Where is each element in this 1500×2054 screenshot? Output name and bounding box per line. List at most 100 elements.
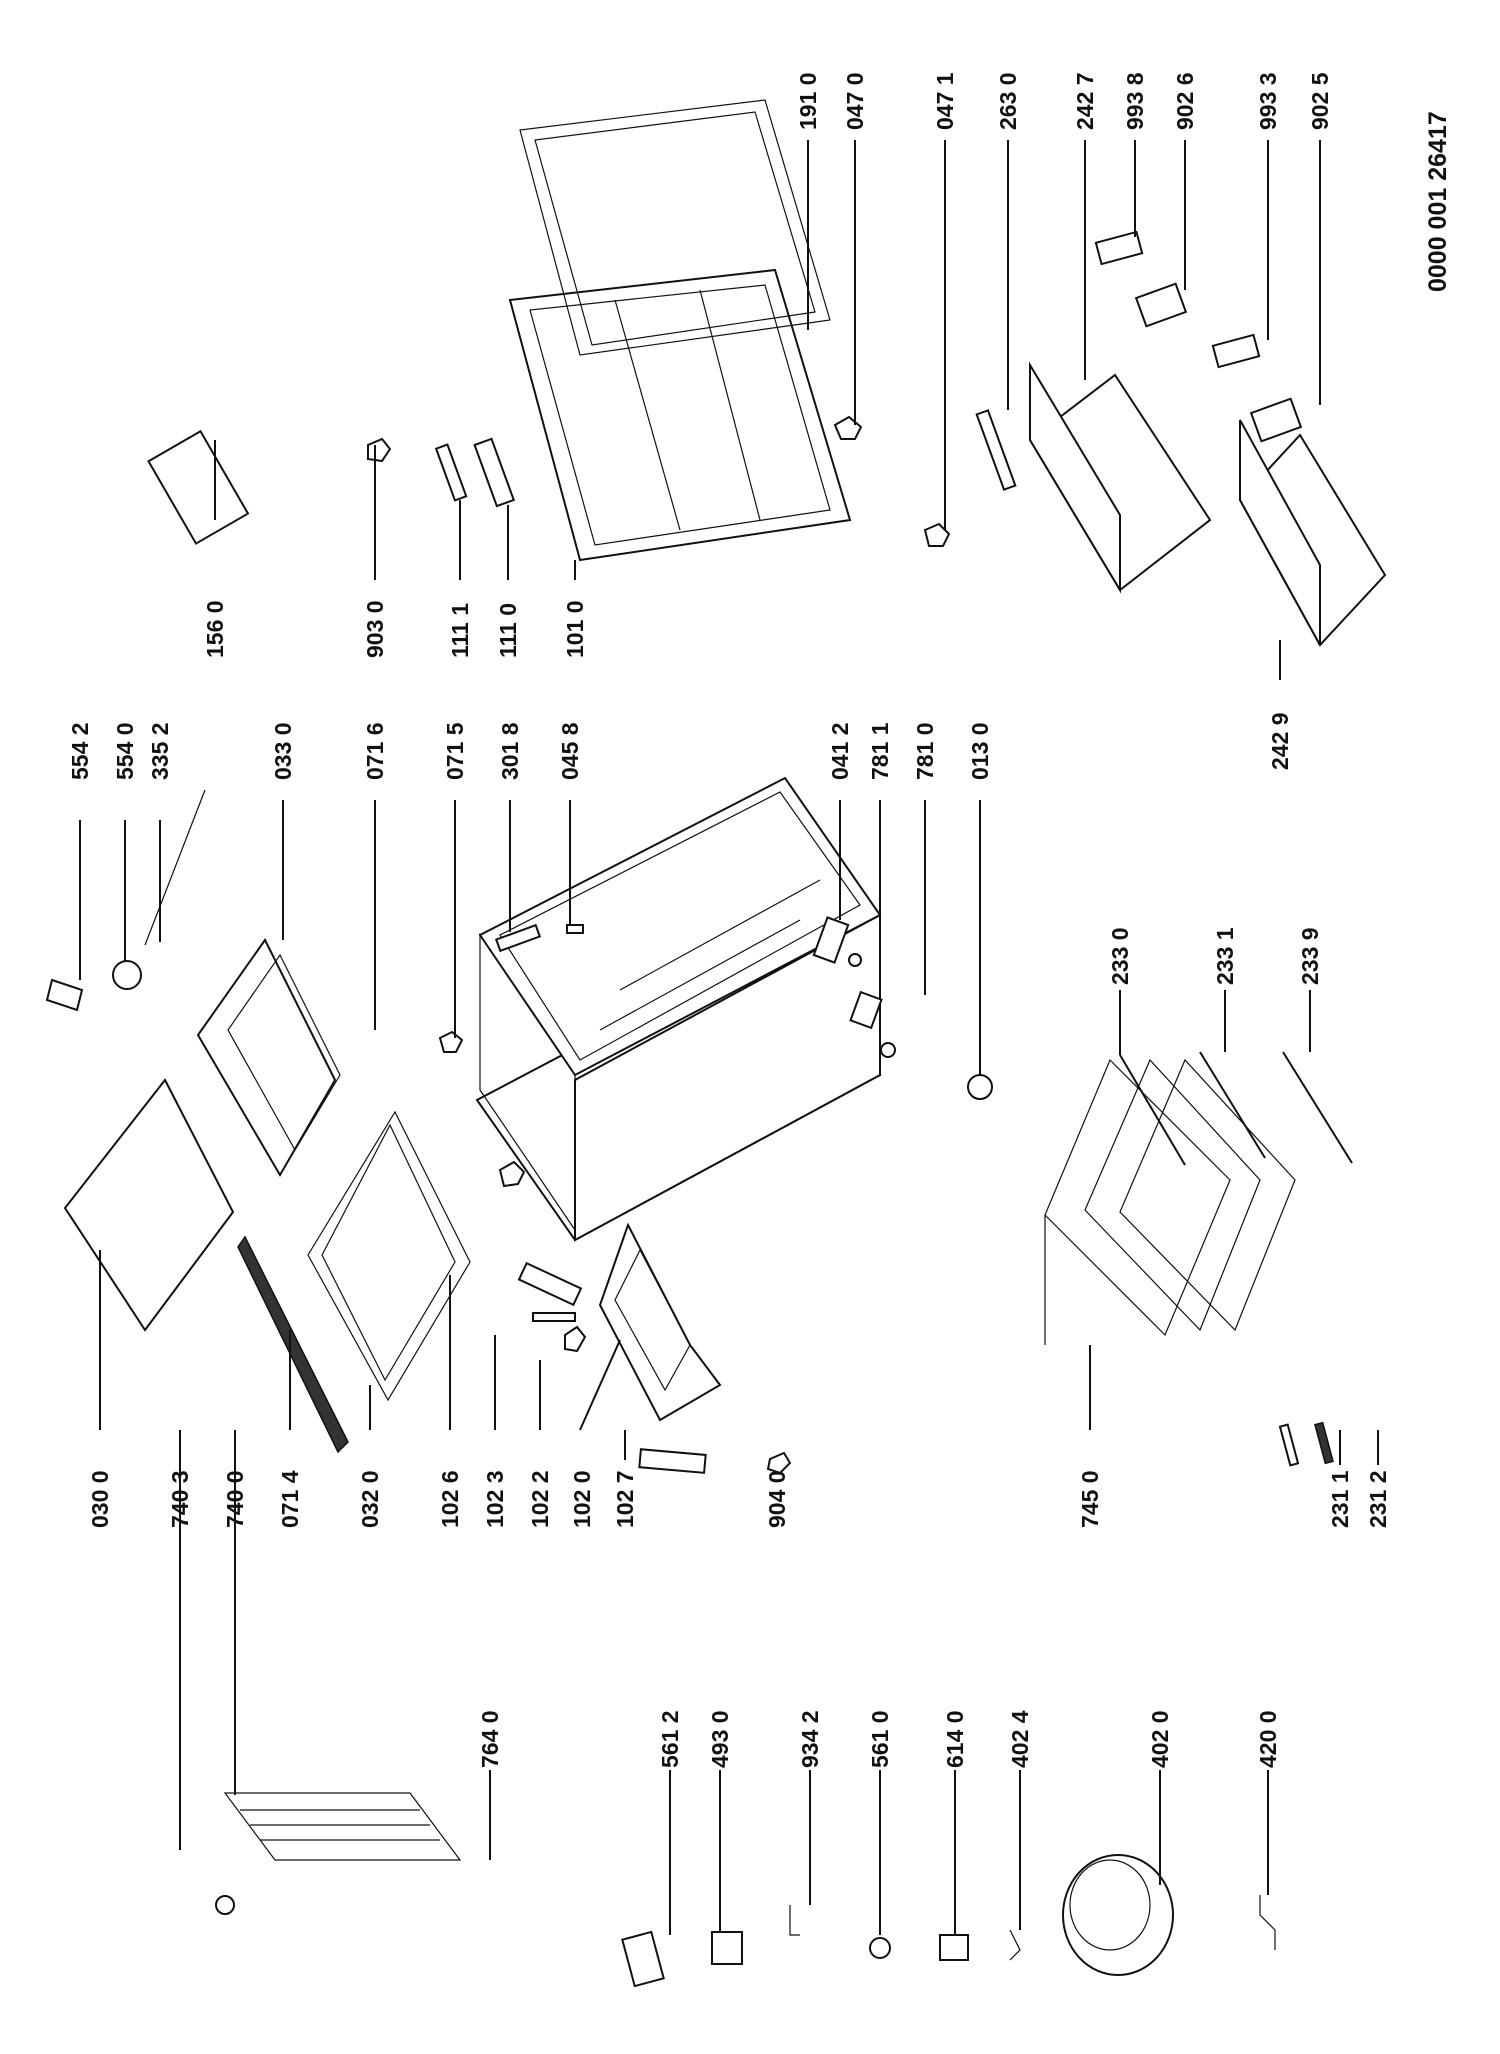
hinge-0471 — [923, 522, 951, 547]
pin-0458 — [566, 924, 584, 934]
top-tray — [196, 938, 341, 1177]
main-cabinet — [475, 776, 882, 1242]
label-902-5: 902 5 — [1307, 72, 1333, 130]
handle-9026 — [1134, 282, 1188, 328]
switch-0412 — [812, 916, 850, 964]
hinge-0470 — [833, 415, 863, 440]
label-231-2: 231 2 — [1365, 1470, 1391, 1528]
label-902-6: 902 6 — [1172, 72, 1198, 130]
label-263-0: 263 0 — [995, 72, 1021, 130]
label-993-3: 993 3 — [1255, 72, 1281, 130]
label-233-0: 233 0 — [1107, 927, 1133, 985]
rail-2339 — [1282, 1051, 1353, 1164]
label-071-4: 071 4 — [277, 1470, 303, 1528]
label-071-5: 071 5 — [442, 722, 468, 780]
thermostat-5540 — [112, 960, 142, 990]
strip-2630 — [975, 409, 1017, 491]
connector-0716 — [498, 1160, 526, 1188]
evaporator-door-1010 — [508, 268, 852, 562]
label-764-0: 764 0 — [477, 1710, 503, 1768]
label-740-3: 740 3 — [167, 1470, 193, 1528]
door-frame — [307, 1110, 471, 1402]
plug-6140 — [939, 1934, 969, 1961]
label-111-1: 111 1 — [447, 603, 473, 658]
label-614-0: 614 0 — [942, 1710, 968, 1768]
lamp-7811 — [848, 953, 862, 967]
strip-1110 — [473, 437, 516, 508]
label-231-1: 231 1 — [1327, 1470, 1353, 1528]
label-242-9: 242 9 — [1267, 712, 1293, 770]
gasket-frame-1910 — [519, 99, 831, 356]
label-045-8: 045 8 — [557, 722, 583, 780]
label-233-9: 233 9 — [1297, 927, 1323, 985]
ice-tray-1560 — [147, 429, 250, 545]
label-493-0: 493 0 — [707, 1710, 733, 1768]
label-033-0: 033 0 — [270, 722, 296, 780]
label-047-1: 047 1 — [932, 72, 958, 130]
label-904-0: 904 0 — [764, 1470, 790, 1528]
label-934-2: 934 2 — [797, 1710, 823, 1768]
label-335-2: 335 2 — [147, 722, 173, 780]
label-101-0: 101 0 — [562, 600, 588, 658]
label-402-0: 402 0 — [1147, 1710, 1173, 1768]
rail-2330 — [1119, 1054, 1186, 1166]
label-561-0: 561 0 — [867, 1710, 893, 1768]
drain-4200 — [1259, 1895, 1276, 1950]
clip-2312 — [1314, 1421, 1334, 1465]
clip-9342 — [789, 1905, 800, 1936]
bulb-0130 — [880, 1042, 896, 1058]
label-111-0: 111 0 — [495, 603, 521, 658]
drawer-2429 — [1238, 419, 1387, 647]
label-102-2: 102 2 — [527, 1470, 553, 1528]
clip-4024 — [1009, 1929, 1021, 1961]
label-032-0: 032 0 — [357, 1470, 383, 1528]
label-102-6: 102 6 — [437, 1470, 463, 1528]
label-013-0: 013 0 — [967, 722, 993, 780]
document-number: 0000 001 26417 — [1424, 111, 1452, 292]
grommet-7403 — [215, 1895, 235, 1915]
capacitor-4930 — [711, 1931, 743, 1965]
overload-5610 — [869, 1937, 891, 1959]
label-191-0: 191 0 — [795, 72, 821, 130]
wire-shelves — [1044, 1058, 1296, 1345]
label-740-0: 740 0 — [222, 1470, 248, 1528]
label-233-1: 233 1 — [1212, 927, 1238, 985]
label-102-0: 102 0 — [569, 1470, 595, 1528]
worktop-panel — [63, 1078, 235, 1332]
label-993-8: 993 8 — [1122, 72, 1148, 130]
label-781-0: 781 0 — [912, 722, 938, 780]
hinge-part-1027 — [638, 1448, 707, 1474]
clip-2311 — [1278, 1423, 1300, 1467]
label-903-0: 903 0 — [362, 600, 388, 658]
clip-9030 — [367, 437, 392, 463]
drawer-1020 — [598, 1222, 722, 1422]
label-041-2: 041 2 — [827, 722, 853, 780]
label-9933 — [1211, 333, 1261, 369]
handle-9025 — [1249, 397, 1303, 443]
label-554-2: 554 2 — [67, 722, 93, 780]
compressor-4020 — [1062, 1854, 1174, 1976]
knob-5542 — [45, 978, 84, 1012]
label-156-0: 156 0 — [202, 600, 228, 658]
hinge-part-1026 — [517, 1261, 583, 1307]
label-301-8: 301 8 — [497, 722, 523, 780]
label-242-7: 242 7 — [1072, 72, 1098, 130]
lamp-cover-7810 — [849, 990, 883, 1030]
leader-lines — [79, 140, 1379, 1935]
label-102-3: 102 3 — [482, 1470, 508, 1528]
label-102-7: 102 7 — [612, 1470, 638, 1528]
label-047-0: 047 0 — [842, 72, 868, 130]
label-554-0: 554 0 — [112, 722, 138, 780]
label-561-2: 561 2 — [657, 1710, 683, 1768]
capillary-3352 — [144, 789, 206, 946]
label-030-0: 030 0 — [87, 1470, 113, 1528]
relay-5612 — [621, 1930, 665, 1988]
label-781-1: 781 1 — [867, 722, 893, 780]
label-9938 — [1094, 230, 1144, 266]
hinge-part-1023 — [532, 1312, 576, 1322]
strip-1111 — [434, 443, 468, 502]
label-071-6: 071 6 — [362, 722, 388, 780]
rail-2331 — [1199, 1051, 1266, 1159]
drawer-2427 — [1028, 361, 1212, 594]
